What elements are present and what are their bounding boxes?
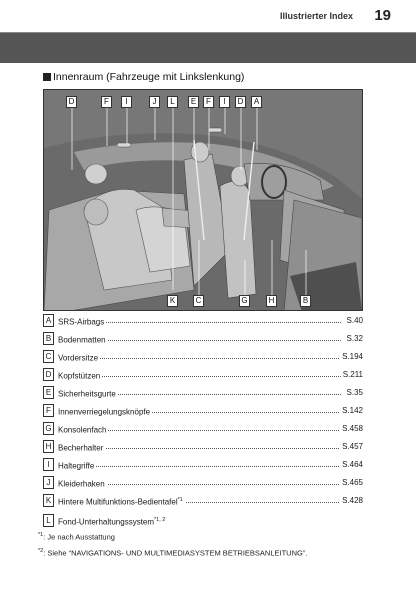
item-letter: K — [43, 494, 54, 507]
item-page-ref: S.211 — [340, 369, 363, 380]
page-number: 19 — [374, 7, 391, 24]
dot-leader — [58, 448, 341, 449]
list-item: K Hintere Multifunktions-Bedientafel*1 S… — [43, 494, 363, 508]
callout-tag: L — [167, 96, 178, 108]
list-item: L Fond-Unterhaltungssystem*1, 2 — [43, 514, 363, 528]
item-letter: D — [43, 368, 54, 381]
list-item: D Kopfstützen S.211 — [43, 368, 363, 382]
item-page-ref: S.464 — [340, 459, 363, 470]
item-label: Haltegriffe — [58, 459, 97, 472]
page-header: Illustrierter Index 19 — [0, 0, 416, 33]
callout-tag: E — [188, 96, 199, 108]
callout-tag: D — [235, 96, 246, 108]
callout-tag: I — [121, 96, 132, 108]
dot-leader — [58, 430, 341, 431]
footnote-text: : Je nach Ausstattung — [43, 532, 115, 542]
callout-tag: I — [219, 96, 230, 108]
list-item: I Haltegriffe S.464 — [43, 458, 363, 472]
list-item: F Innenverriegelungsknöpfe S.142 — [43, 404, 363, 418]
list-item: G Konsolenfach S.458 — [43, 422, 363, 436]
item-letter: J — [43, 476, 54, 489]
item-label: Konsolenfach — [58, 423, 109, 436]
item-letter: F — [43, 404, 54, 417]
item-page-ref: S.458 — [340, 423, 363, 434]
footnote: *1: Je nach Ausstattung — [38, 532, 115, 542]
section-title: Innenraum (Fahrzeuge mit Linkslenkung) — [53, 71, 245, 83]
gray-band — [0, 33, 416, 63]
item-label: Bodenmatten — [58, 333, 108, 346]
item-label: Fond-Unterhaltungssystem*1, 2 — [58, 515, 168, 528]
callout-tag: D — [66, 96, 77, 108]
item-label: Sicherheitsgurte — [58, 387, 118, 400]
footnote-mark: *1 — [38, 532, 44, 538]
list-item: J Kleiderhaken S.465 — [43, 476, 363, 490]
item-page-ref: S.142 — [340, 405, 363, 416]
interior-illustration: D F I J L E F I D A K C G H B — [43, 89, 363, 311]
item-letter: L — [43, 514, 54, 527]
item-label: SRS-Airbags — [58, 315, 107, 328]
callout-tag: K — [167, 295, 178, 307]
callout-tag: F — [101, 96, 112, 108]
item-letter: A — [43, 314, 54, 327]
item-page-ref: S.32 — [344, 333, 363, 344]
item-label: Hintere Multifunktions-Bedientafel*1 — [58, 495, 185, 508]
item-label: Becherhalter — [58, 441, 106, 454]
item-label: Innenverriegelungsknöpfe — [58, 405, 153, 418]
item-label: Kleiderhaken — [58, 477, 107, 490]
footnote-mark: *2 — [38, 548, 44, 554]
item-page-ref: S.40 — [344, 315, 363, 326]
item-label: Vordersitze — [58, 351, 101, 364]
item-page-ref: S.465 — [340, 477, 363, 488]
list-item: C Vordersitze S.194 — [43, 350, 363, 364]
item-letter: B — [43, 332, 54, 345]
header-divider — [0, 32, 416, 33]
item-page-ref: S.35 — [344, 387, 363, 398]
list-item: E Sicherheitsgurte S.35 — [43, 386, 363, 400]
callout-tag: B — [300, 295, 311, 307]
dot-leader — [58, 466, 341, 467]
item-letter: E — [43, 386, 54, 399]
dot-leader — [58, 340, 341, 341]
section-heading: Innenraum (Fahrzeuge mit Linkslenkung) — [43, 71, 244, 83]
item-page-ref: S.428 — [340, 495, 363, 506]
item-letter: I — [43, 458, 54, 471]
header-title: Illustrierter Index — [279, 11, 353, 21]
square-bullet-icon — [43, 73, 51, 81]
item-label: Kopfstützen — [58, 369, 103, 382]
item-letter: C — [43, 350, 54, 363]
dot-leader — [58, 502, 341, 503]
item-page-ref: S.194 — [340, 351, 363, 362]
list-item: B Bodenmatten S.32 — [43, 332, 363, 346]
item-page-ref: S.457 — [340, 441, 363, 452]
footnote: *2: Siehe “NAVIGATIONS- UND MULTIMEDIASY… — [38, 548, 307, 558]
callout-tag: G — [239, 295, 250, 307]
callout-tag: J — [149, 96, 160, 108]
dot-leader — [58, 358, 341, 359]
item-letter: H — [43, 440, 54, 453]
callout-tag: F — [203, 96, 214, 108]
list-item: H Becherhalter S.457 — [43, 440, 363, 454]
callout-tag: A — [251, 96, 262, 108]
callout-tag: C — [193, 295, 204, 307]
dot-leader — [58, 394, 341, 395]
dot-leader — [58, 322, 341, 323]
car-interior-drawing — [44, 106, 362, 310]
list-item: A SRS-Airbags S.40 — [43, 314, 363, 328]
dot-leader — [58, 412, 341, 413]
callout-tag: H — [266, 295, 277, 307]
item-letter: G — [43, 422, 54, 435]
footnote-text: : Siehe “NAVIGATIONS- UND MULTIMEDIASYST… — [43, 548, 308, 558]
dot-leader — [58, 376, 341, 377]
dot-leader — [58, 484, 341, 485]
